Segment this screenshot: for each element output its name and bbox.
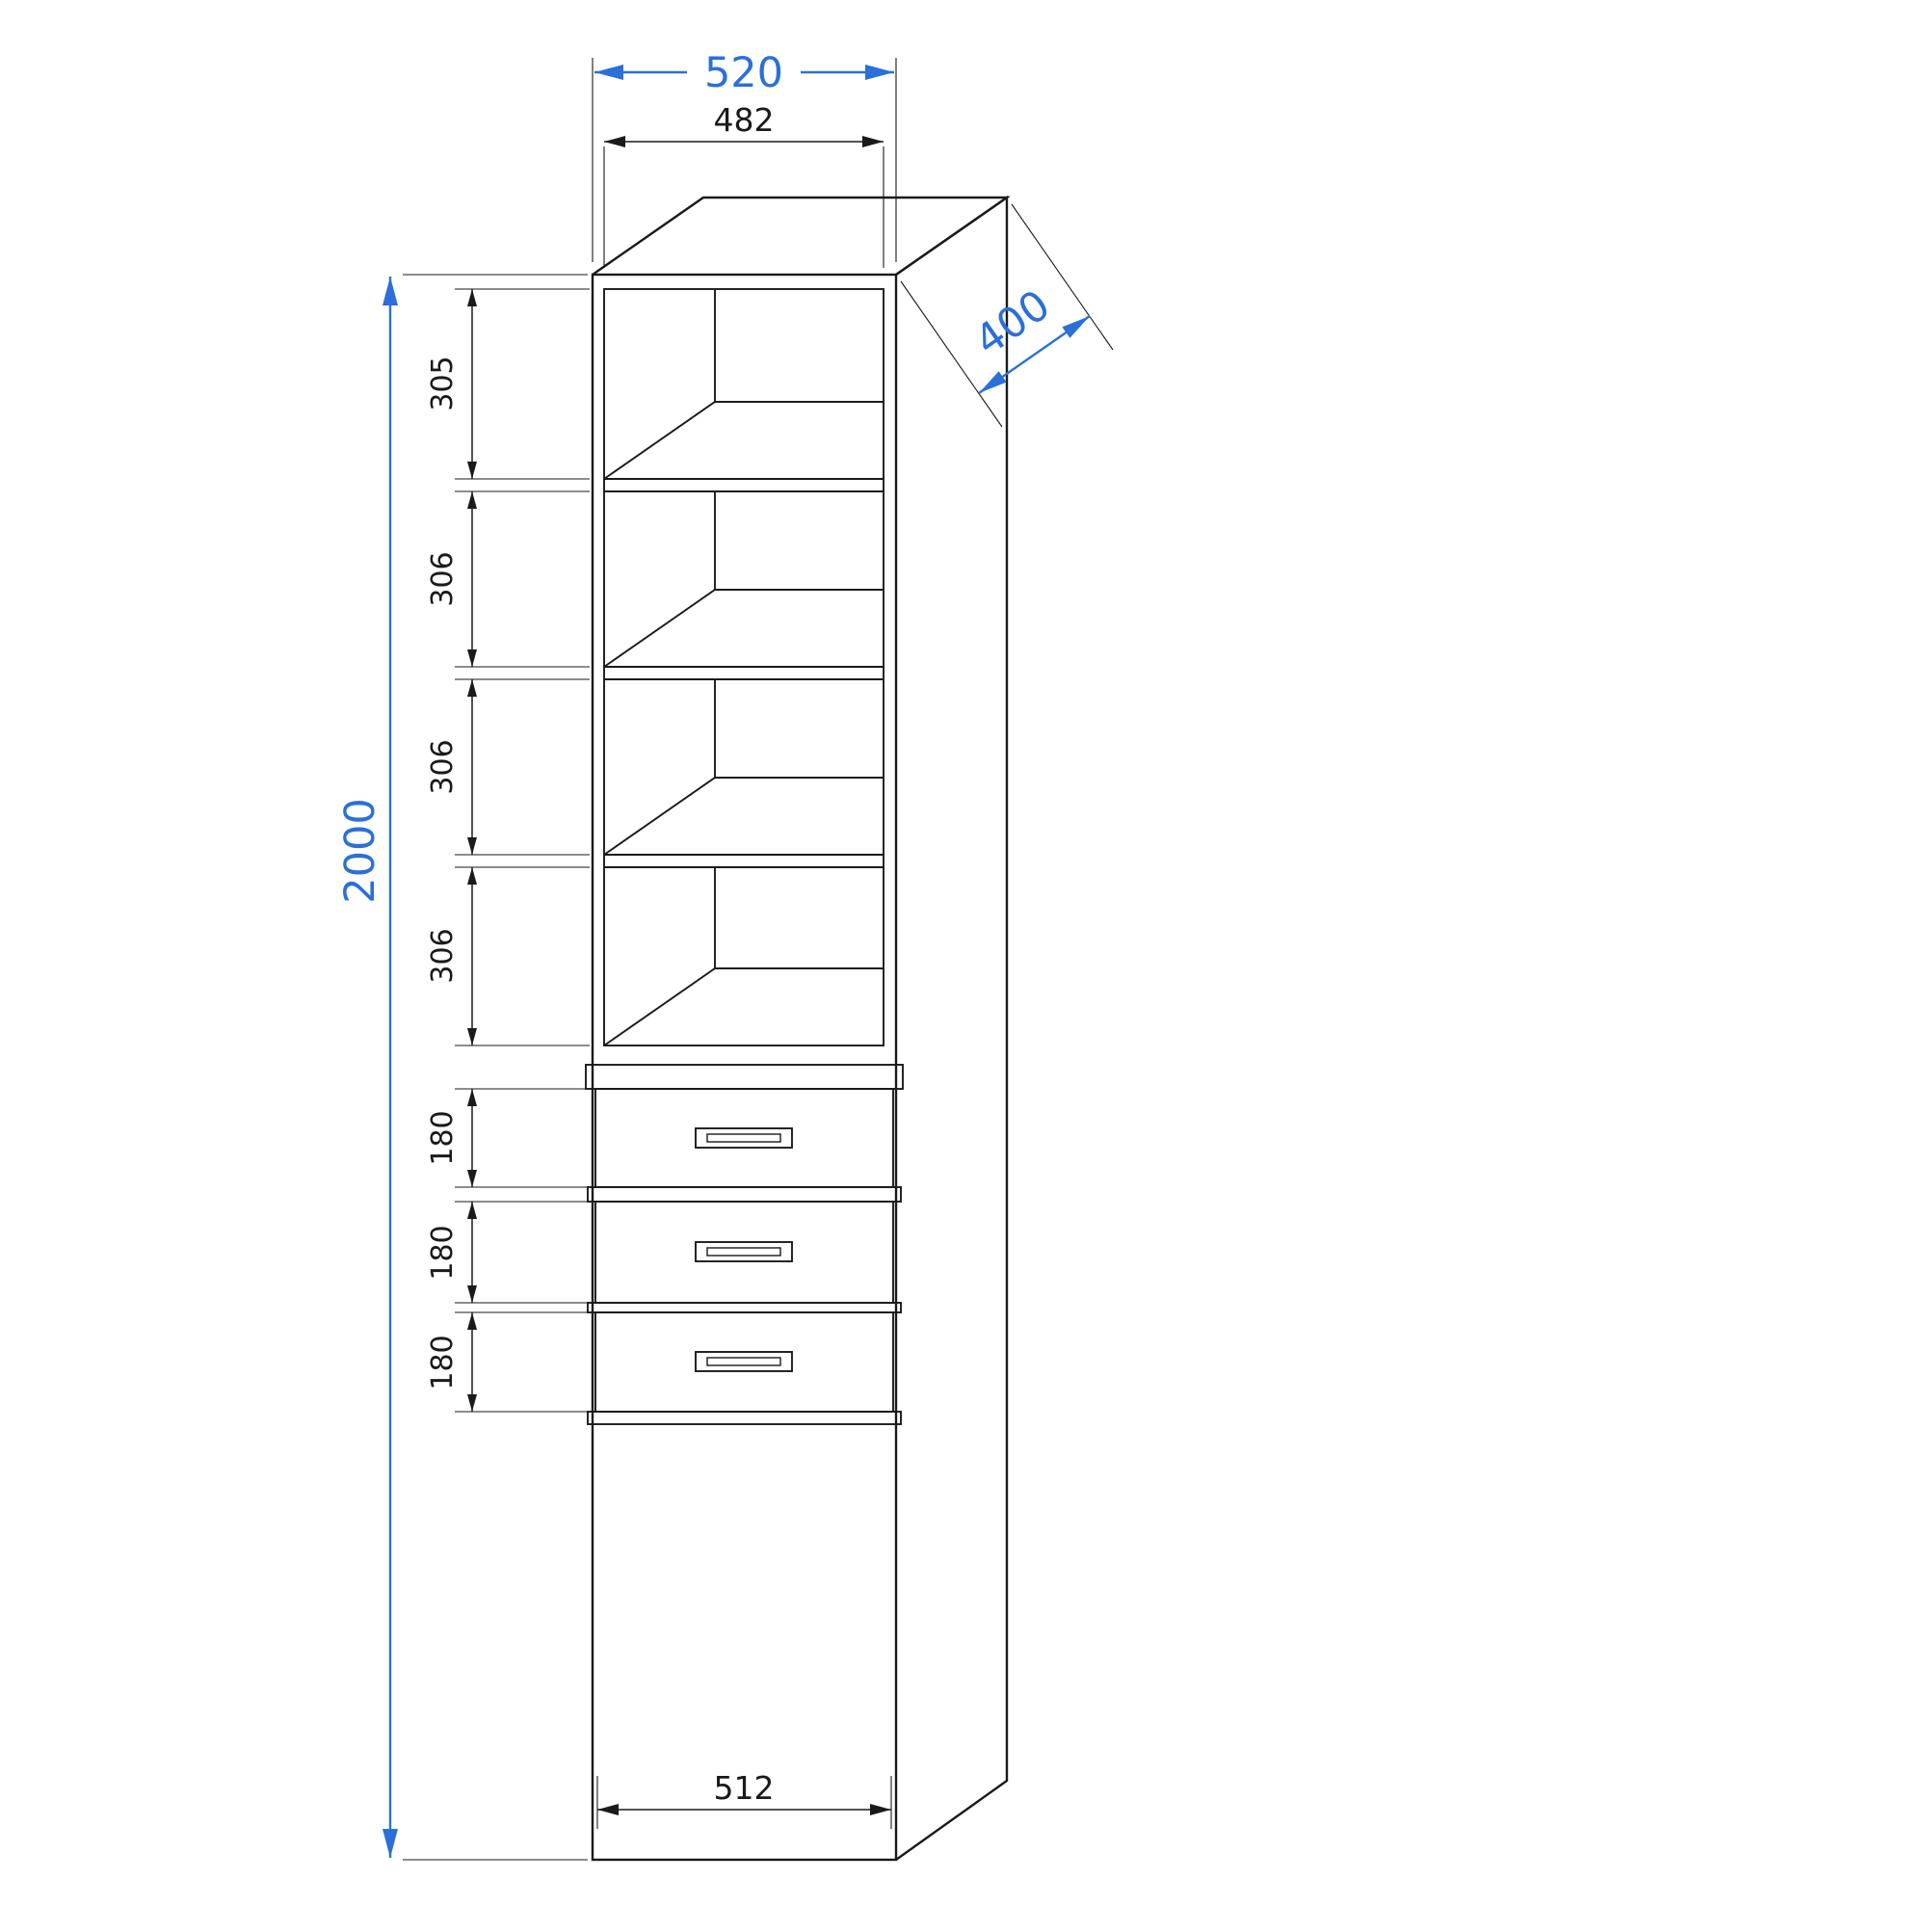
dimension-drawer-2: 180 xyxy=(426,1202,477,1303)
arrow-up-right-icon xyxy=(1062,316,1090,338)
dimension-label-shelf-4: 306 xyxy=(426,928,460,983)
arrow-down-left-icon xyxy=(979,371,1007,393)
drawer-2-handle xyxy=(695,1241,793,1262)
compartment-1-interior xyxy=(603,289,884,480)
dimension-shelf-3: 306 xyxy=(426,679,477,855)
dimension-label-depth: 400 xyxy=(966,281,1059,366)
dimension-label-drawer-width: 512 xyxy=(714,1769,775,1807)
dimension-chain-heights: 305 306 306 306 180 xyxy=(426,288,590,1413)
arrow-right-icon xyxy=(865,65,894,80)
arrow-left-icon xyxy=(594,65,623,80)
compartment-interiors xyxy=(603,289,884,1046)
dimension-label-drawer-1: 180 xyxy=(426,1110,460,1165)
chain-extension-lines xyxy=(455,288,590,1413)
drawer-2-front xyxy=(594,1201,894,1304)
dimension-label-drawer-2: 180 xyxy=(426,1225,460,1280)
dimension-drawer-3: 180 xyxy=(426,1312,477,1412)
drawer-3-handle xyxy=(695,1351,793,1372)
compartment-2-interior xyxy=(603,491,884,668)
dimension-label-overall-width: 520 xyxy=(704,49,783,97)
dimension-label-inner-width: 482 xyxy=(714,101,775,139)
dimension-overall-width: 520 xyxy=(592,49,897,262)
drawer-1-handle xyxy=(695,1127,793,1149)
dimension-shelf-1: 305 xyxy=(426,289,477,479)
drawers xyxy=(587,1088,902,1425)
compartment-4-interior xyxy=(603,867,884,1046)
dimension-inner-width: 482 xyxy=(603,101,884,268)
shelf-boards xyxy=(604,478,884,868)
drawer-3-front xyxy=(594,1311,894,1413)
dimension-label-overall-height: 2000 xyxy=(336,798,384,903)
drawer-1-front xyxy=(594,1088,894,1188)
arrow-down-icon xyxy=(383,1829,398,1858)
arrow-up-icon xyxy=(383,277,398,305)
dimension-shelf-4: 306 xyxy=(426,867,477,1045)
arrow-right-icon xyxy=(870,1804,891,1815)
arrow-left-icon xyxy=(604,136,625,147)
dimension-label-drawer-3: 180 xyxy=(426,1335,460,1389)
dimension-drawer-width: 512 xyxy=(596,1769,892,1829)
dimension-shelf-2: 306 xyxy=(426,491,477,667)
separator-band xyxy=(585,1064,904,1090)
compartment-3-interior xyxy=(603,679,884,856)
drawer-gap-band-2 xyxy=(587,1302,902,1313)
dimension-overall-height: 2000 xyxy=(336,274,588,1861)
arrow-right-icon xyxy=(862,136,884,147)
dimension-label-shelf-1: 305 xyxy=(426,356,460,410)
drawer-gap-band-1 xyxy=(587,1186,902,1203)
dimension-label-shelf-2: 306 xyxy=(426,551,460,606)
dimension-drawer-1: 180 xyxy=(426,1089,477,1187)
cabinet-side-face xyxy=(895,195,1009,1861)
cabinet xyxy=(585,195,1011,1862)
cabinet-top-face xyxy=(592,196,1011,276)
arrow-left-icon xyxy=(597,1804,619,1815)
dimension-label-shelf-3: 306 xyxy=(426,739,460,794)
drawer-gap-band-3 xyxy=(587,1411,902,1425)
cabinet-front-face xyxy=(591,273,898,1862)
